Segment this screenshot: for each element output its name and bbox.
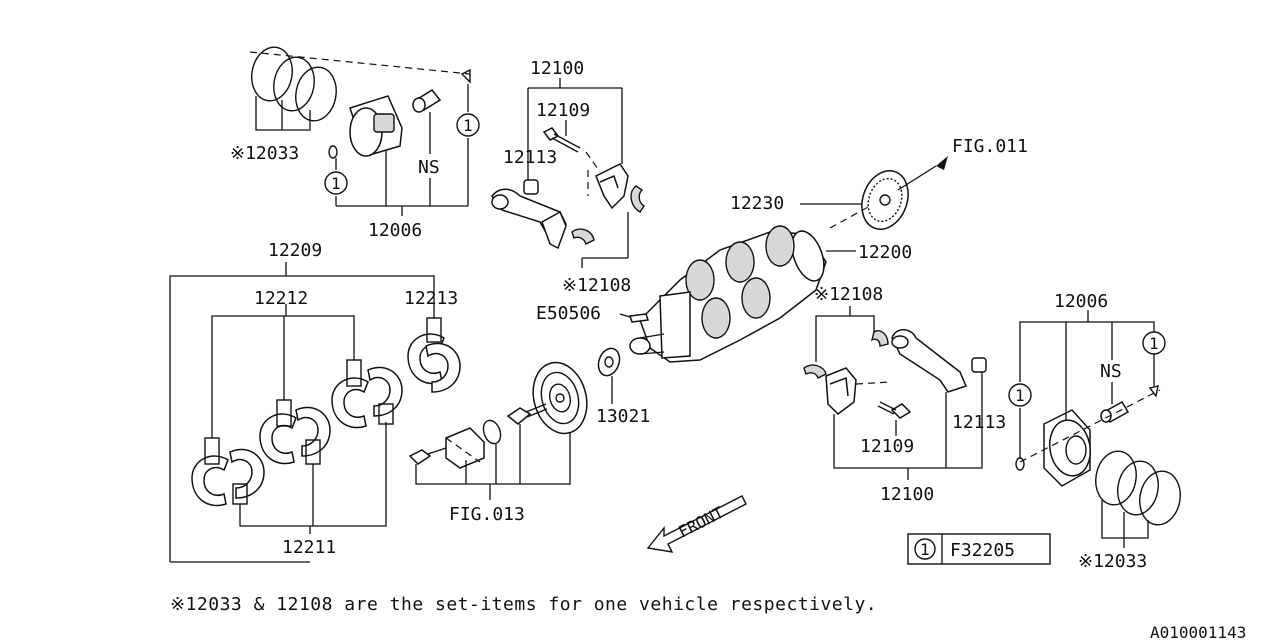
diagram-id: A010001143 — [1150, 623, 1246, 640]
label-fig011[interactable]: FIG.011 — [952, 136, 1028, 157]
label-12108-right[interactable]: ※12108 — [814, 284, 883, 305]
label-12200[interactable]: 12200 — [858, 242, 912, 263]
main-bearings[interactable] — [191, 333, 461, 507]
washer-13021[interactable] — [595, 345, 623, 378]
label-12109-top[interactable]: 12109 — [536, 100, 590, 121]
connecting-rod-right[interactable] — [803, 329, 987, 419]
label-12100-top[interactable]: 12100 — [530, 58, 584, 79]
piston-assembly-top-left[interactable] — [248, 44, 471, 159]
leaders-main-bearings — [169, 262, 442, 563]
label-12113-right[interactable]: 12113 — [952, 412, 1006, 433]
label-12033-right[interactable]: ※12033 — [1078, 551, 1147, 572]
label-12213[interactable]: 12213 — [404, 288, 458, 309]
label-12109-right[interactable]: 12109 — [860, 436, 914, 457]
label-12006-top[interactable]: 12006 — [368, 220, 422, 241]
oil-seal[interactable] — [480, 418, 503, 446]
leaders-top-rod — [527, 78, 629, 268]
label-12033-top[interactable]: ※12033 — [230, 143, 299, 164]
label-ns-right[interactable]: NS — [1100, 361, 1122, 382]
leaders-fig013 — [415, 424, 571, 500]
ref-circle-1-c — [1142, 331, 1166, 355]
crankshaft[interactable] — [629, 225, 830, 363]
crank-pulley[interactable] — [526, 356, 595, 439]
crank-sprocket[interactable] — [829, 156, 948, 236]
label-12212[interactable]: 12212 — [254, 288, 308, 309]
label-12209[interactable]: 12209 — [268, 240, 322, 261]
legend-circle-text: 1 — [920, 540, 930, 559]
legend-ref[interactable]: F32205 — [950, 540, 1015, 561]
label-12108-top[interactable]: ※12108 — [562, 275, 631, 296]
ref-circle-1-d-text: 1 — [1015, 386, 1025, 405]
label-12230[interactable]: 12230 — [730, 193, 784, 214]
label-12100-right[interactable]: 12100 — [880, 484, 934, 505]
ref-circle-1-a — [456, 113, 480, 137]
label-fig013[interactable]: FIG.013 — [449, 504, 525, 525]
label-13021[interactable]: 13021 — [596, 406, 650, 427]
ref-circle-1-a-text: 1 — [463, 116, 473, 135]
ref-circle-1-c-text: 1 — [1149, 334, 1159, 353]
connecting-rod-top[interactable] — [491, 127, 645, 250]
front-arrow-label: FRONT — [675, 503, 727, 542]
ref-circle-1-b-text: 1 — [331, 174, 341, 193]
label-12006-right[interactable]: 12006 — [1054, 291, 1108, 312]
leader-e50506 — [619, 313, 631, 318]
crank-key[interactable] — [628, 313, 650, 323]
label-e50506[interactable]: E50506 — [536, 303, 601, 324]
footnote: ※12033 & 12108 are the set-items for one… — [170, 594, 877, 615]
label-12113-top[interactable]: 12113 — [503, 147, 557, 168]
piston-assembly-right[interactable] — [1015, 385, 1184, 528]
pulley-bolt[interactable] — [506, 403, 548, 425]
oil-pump-housing[interactable] — [408, 427, 485, 469]
ref-circle-1-b — [324, 171, 348, 195]
label-12211[interactable]: 12211 — [282, 537, 336, 558]
leaders-top-left — [255, 84, 469, 216]
leaders-right-piston — [1019, 310, 1155, 548]
ref-circle-1-d — [1008, 383, 1032, 407]
leaders-right-rod — [815, 306, 983, 480]
legend-box — [907, 533, 1051, 565]
label-ns-top[interactable]: NS — [418, 157, 440, 178]
front-arrow: FRONT — [646, 495, 747, 553]
